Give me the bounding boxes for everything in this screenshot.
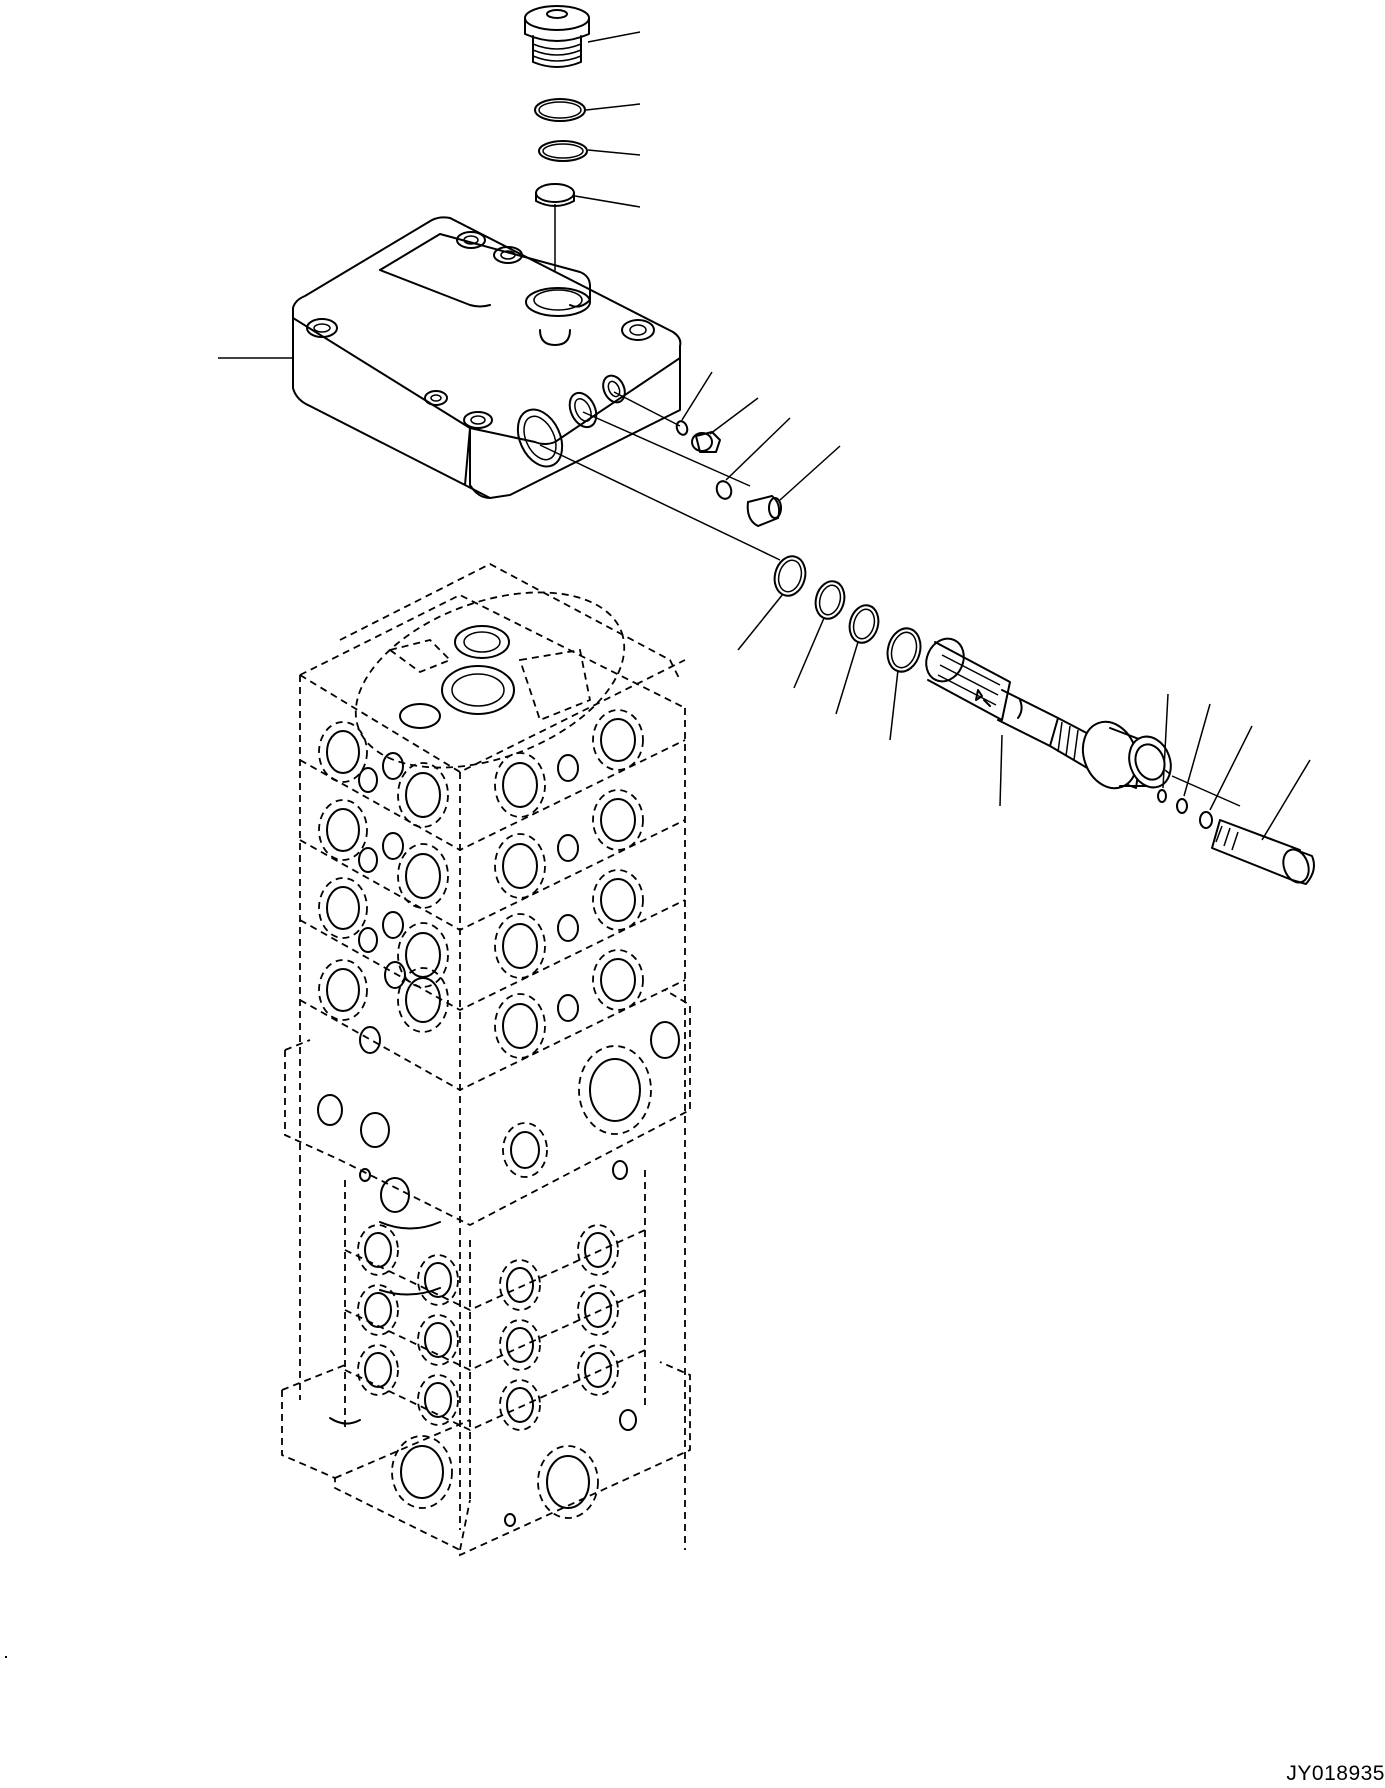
leader-line: [999, 734, 1003, 807]
spool-small-ring-3: [1199, 811, 1213, 829]
leader-line: [793, 617, 825, 689]
leader-line: [737, 593, 784, 651]
leader-line: [725, 417, 791, 481]
assembly-axis-line: [539, 444, 781, 561]
ring-4: [886, 627, 922, 673]
valve-cover-block: [292, 216, 682, 499]
leader-line: [585, 103, 641, 111]
o-ring-upper: [534, 98, 586, 122]
assembly-axis-line: [582, 411, 751, 487]
leader-line: [779, 445, 841, 501]
leader-line: [1209, 725, 1253, 811]
spool-small-ring-1: [1157, 789, 1167, 803]
ring-1: [773, 555, 807, 597]
spool-assembly: [925, 637, 1172, 790]
spool-end-plug: [1211, 819, 1315, 885]
stray-mark: [5, 1656, 7, 1658]
small-plug-1: [691, 431, 721, 453]
leader-line: [889, 669, 899, 741]
small-o-ring-1: [675, 420, 689, 436]
leader-line: [1183, 703, 1211, 797]
leader-line: [1162, 693, 1169, 789]
leader-line: [587, 149, 641, 156]
assembly-axis-line: [613, 391, 681, 427]
leader-line: [587, 31, 641, 43]
assembly-axis-line: [1171, 775, 1241, 807]
spool-small-ring-2: [1176, 798, 1188, 814]
upper-section-rows: [299, 739, 686, 1092]
small-o-ring-2: [715, 480, 733, 500]
leader-line: [681, 371, 713, 421]
leader-line: [709, 397, 759, 435]
leader-line: [1261, 759, 1311, 841]
ring-3: [848, 604, 880, 644]
drawing-code: JY018935: [1286, 1762, 1385, 1785]
leader-line: [574, 195, 641, 208]
small-plug-2: [746, 494, 782, 528]
seat-ring: [535, 183, 575, 207]
top-plug: [524, 5, 590, 68]
o-ring-lower: [538, 140, 588, 162]
leader-line: [835, 641, 859, 715]
main-valve-body: [281, 562, 691, 1557]
ring-2: [814, 580, 846, 620]
